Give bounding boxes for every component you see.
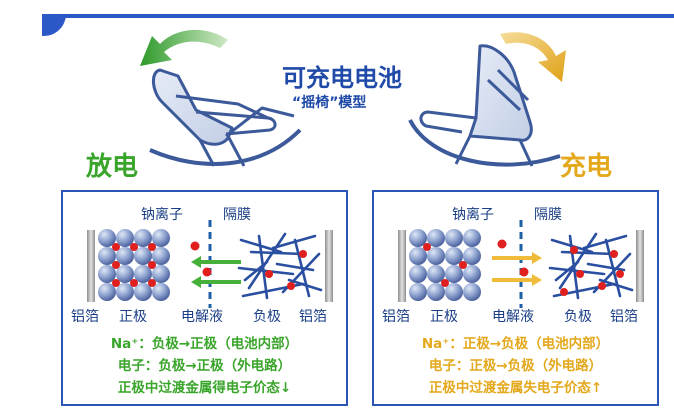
label-anode: 负极 [564, 309, 592, 325]
sodium-ions-anode [265, 250, 307, 290]
diagram-subtitle: “摇椅”模型 [292, 95, 367, 111]
membrane-label: 隔膜 [534, 207, 562, 223]
ion-flow-arrows-charge [492, 252, 542, 286]
label-aluminum-foil-right: 铝箔 [610, 309, 638, 325]
label-anode: 负极 [253, 309, 281, 325]
cathode-lattice [98, 229, 170, 301]
right-chair [408, 44, 561, 167]
diagram-title: 可充电电池 [282, 64, 402, 92]
discharge-title: 放电 [86, 152, 139, 182]
corner-decoration [42, 14, 66, 36]
label-aluminum-foil-left: 铝箔 [382, 309, 410, 325]
charge-valence-change: 正极中过渡金属失电子价态↑ [428, 380, 603, 396]
label-cathode: 正极 [119, 309, 147, 325]
top-rule [42, 14, 674, 18]
label-electrolyte: 电解液 [492, 309, 534, 325]
discharge-arrow [140, 29, 228, 67]
label-cathode: 正极 [430, 309, 458, 325]
aluminum-foil-right [325, 230, 333, 302]
label-electrolyte: 电解液 [181, 309, 223, 325]
sodium-ions-anode [560, 246, 624, 296]
membrane-label: 隔膜 [223, 207, 251, 223]
label-aluminum-foil-right: 铝箔 [299, 309, 327, 325]
discharge-electron-direction: 电子：负极→正极（外电路） [117, 358, 292, 374]
discharge-cell-diagram [87, 220, 333, 308]
discharge-valence-change: 正极中过渡金属得电子价态↓ [117, 380, 292, 396]
charge-title: 充电 [560, 152, 613, 182]
charge-panel: 钠离子 隔膜 铝箔 正极 电解液 负极 铝箔 Na⁺：正极→负极（电池内部） 电… [372, 190, 659, 406]
sodium-ion-label: 钠离子 [452, 207, 494, 223]
charge-cell-diagram [398, 220, 644, 308]
sodium-ion-label: 钠离子 [141, 207, 183, 223]
cathode-lattice [409, 229, 481, 301]
aluminum-foil-left [87, 230, 95, 302]
label-aluminum-foil-left: 铝箔 [71, 309, 99, 325]
anode-hard-carbon [237, 232, 323, 300]
aluminum-foil-right [636, 230, 644, 302]
sodium-ions-electrolyte [190, 241, 212, 277]
charge-ion-direction: Na⁺：正极→负极（电池内部） [421, 336, 610, 352]
ion-flow-arrows-discharge [191, 256, 241, 288]
left-chair [149, 68, 302, 167]
charge-electron-direction: 电子：正极→负极（外电路） [428, 358, 603, 374]
aluminum-foil-left [398, 230, 406, 302]
charge-arrow [500, 32, 566, 82]
discharge-panel: 钠离子 隔膜 铝箔 正极 电解液 负极 铝箔 Na⁺：负极→正极（电池内部） 电… [61, 190, 348, 406]
discharge-ion-direction: Na⁺：负极→正极（电池内部） [110, 336, 299, 352]
sodium-ions-cathode [112, 243, 156, 287]
sodium-ions-electrolyte [497, 239, 529, 277]
anode-hard-carbon [548, 232, 634, 300]
sodium-ions-cathode [423, 243, 467, 287]
